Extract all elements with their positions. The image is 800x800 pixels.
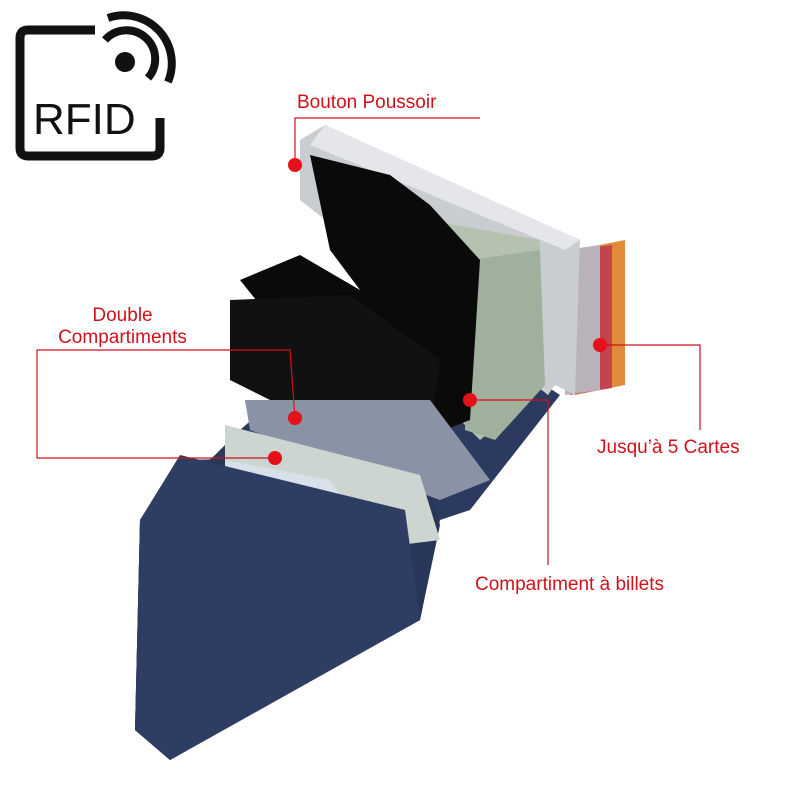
bills-compartment-label: Compartiment à billets — [475, 574, 665, 595]
push-button-label: Bouton Poussoir — [297, 92, 437, 113]
annotation-dots — [268, 158, 607, 465]
double-compartments-line2: Compartiments — [58, 326, 187, 348]
double-compartments-label: Double Compartiments — [40, 305, 205, 349]
annotation-lines — [36, 117, 701, 565]
double-compartments-line1: Double — [92, 305, 153, 326]
rfid-logo — [15, 11, 176, 161]
rfid-signal-icon — [115, 52, 135, 72]
cards-capacity-label: Jusqu’à 5 Cartes — [597, 437, 740, 458]
rfid-logo-text: RFID — [33, 95, 136, 144]
